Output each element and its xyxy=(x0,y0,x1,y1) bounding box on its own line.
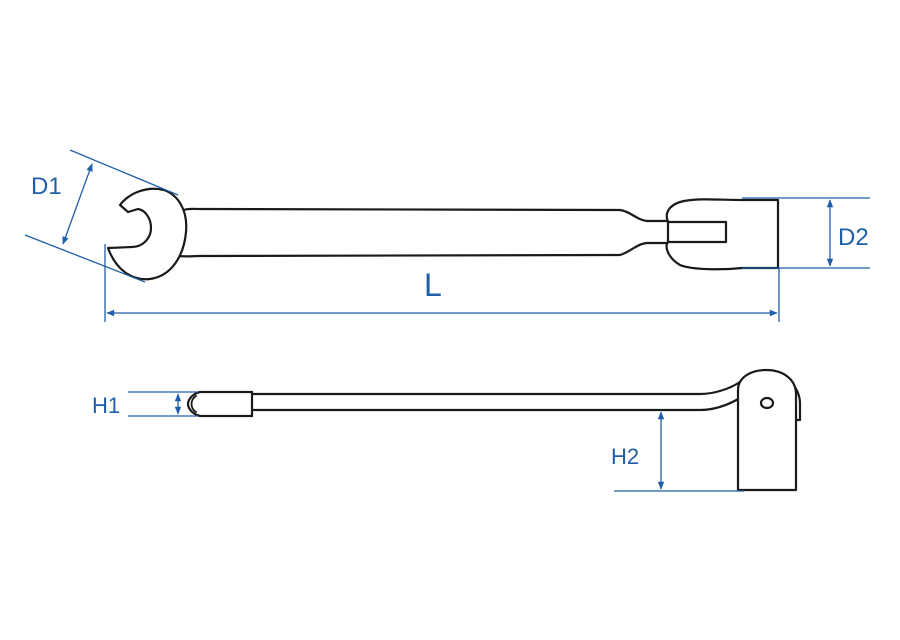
h2-dimension: H2 xyxy=(611,411,744,492)
side-open-end xyxy=(186,390,254,418)
side-pivot-hole xyxy=(759,396,775,410)
open-end-head xyxy=(106,187,188,281)
l-dimension: L xyxy=(104,244,780,322)
swivel-head xyxy=(665,198,780,271)
d1-dimension: D1 xyxy=(24,149,179,283)
d1-label: D1 xyxy=(31,173,62,200)
side-shank xyxy=(250,380,742,418)
h1-label: H1 xyxy=(92,393,120,418)
h2-label: H2 xyxy=(611,444,639,469)
side-socket xyxy=(736,368,798,492)
h1-dimension: H1 xyxy=(92,391,198,418)
d2-dimension: D2 xyxy=(742,197,870,269)
wrench-handle xyxy=(176,207,670,258)
l-label: L xyxy=(424,267,442,303)
d2-label: D2 xyxy=(838,224,869,251)
wrench-top-view xyxy=(106,187,780,281)
wrench-side-view xyxy=(186,368,802,492)
